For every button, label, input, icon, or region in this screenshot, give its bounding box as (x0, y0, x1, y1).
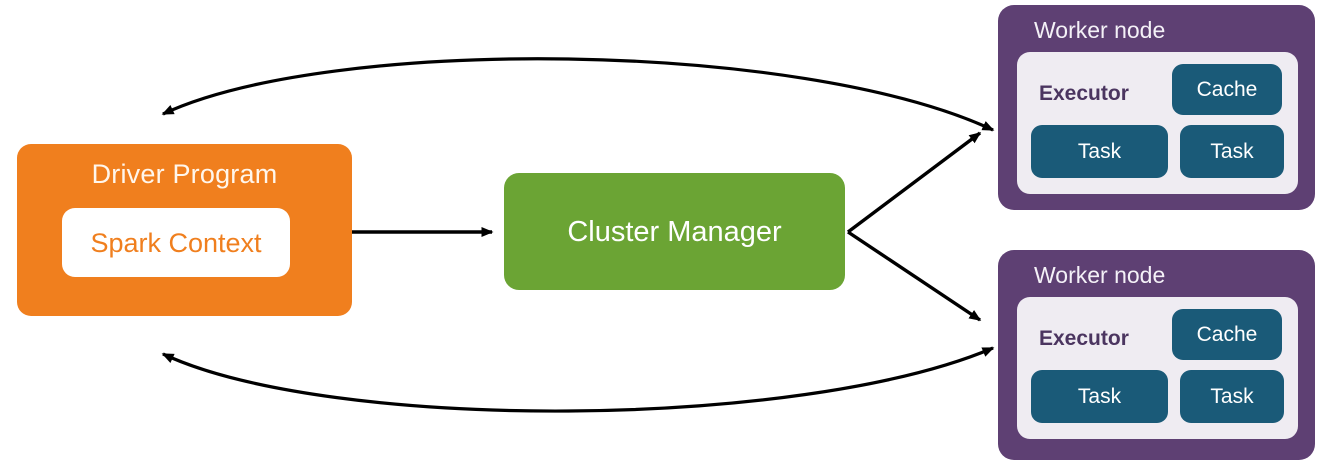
worker-node-1-executor-label: Executor (1039, 82, 1129, 105)
driver-program-title: Driver Program (91, 159, 278, 189)
spark-context-label: Spark Context (90, 227, 262, 258)
worker-node-1-task-chip-1: Task (1031, 125, 1168, 178)
worker-node-1-title: Worker node (1034, 17, 1166, 43)
worker-node-2-executor-panel: Executor Cache Task Task (1017, 297, 1298, 439)
worker-node-2: Worker node Executor Cache Task Task (998, 250, 1315, 460)
cluster-manager-box: Cluster Manager (504, 173, 845, 290)
spark-context-box: Spark Context (62, 208, 290, 277)
worker-node-1: Worker node Executor Cache Task Task (998, 5, 1315, 210)
connector-driver-to-worker-2 (161, 346, 995, 413)
driver-program-box: Driver Program Spark Context (17, 144, 352, 316)
worker-node-1-executor-panel: Executor Cache Task Task (1017, 52, 1298, 194)
worker-node-1-cache-chip: Cache (1172, 64, 1282, 115)
connector-driver-to-worker-1 (161, 57, 995, 132)
worker-node-2-executor-label: Executor (1039, 327, 1129, 350)
worker-node-1-task-chip-2: Task (1180, 125, 1284, 178)
connector-cluster-manager-to-worker-2 (847, 230, 982, 322)
connector-cluster-manager-to-worker-1 (846, 131, 982, 234)
worker-node-2-title: Worker node (1034, 262, 1166, 288)
worker-node-2-task-chip-1: Task (1031, 370, 1168, 423)
worker-node-2-cache-chip: Cache (1172, 309, 1282, 360)
worker-node-2-task-chip-2: Task (1180, 370, 1284, 423)
cluster-manager-label: Cluster Manager (567, 215, 782, 248)
